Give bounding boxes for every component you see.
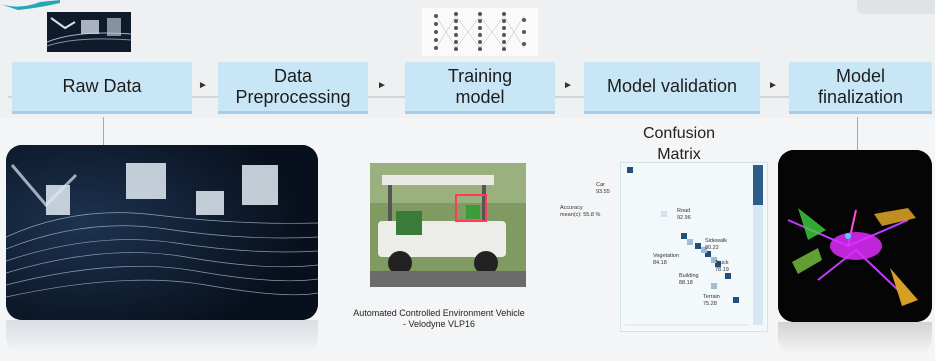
step-raw-data: Raw Data [12, 62, 192, 114]
lidar-thumbnail [47, 12, 131, 52]
step-label: Raw Data [62, 76, 142, 96]
cm-label-car: Car 93.55 [596, 182, 610, 196]
arrow-right-icon: ► [198, 80, 208, 91]
cm-label-sidewalk: Sidewalk 80.22 [705, 238, 727, 252]
connector-line [103, 117, 104, 157]
arrow-right-icon: ► [768, 80, 778, 91]
cm-label-accuracy: Accuracy mean(c): 55.8 % [560, 205, 600, 219]
arrow-right-icon: ► [377, 80, 387, 91]
label-text: Terrain [703, 294, 720, 300]
label-value: mean(c): 55.8 % [560, 212, 601, 218]
step-label: Training model [447, 65, 513, 107]
step-data-preprocessing: Data Preprocessing [218, 62, 368, 114]
step-label: Model validation [606, 76, 738, 96]
label-value: 84.18 [653, 260, 667, 266]
cm-label-road: Road 92.96 [677, 208, 691, 222]
arrow-right-icon: ► [563, 80, 573, 91]
label-text: Car [596, 182, 605, 188]
cm-label-vegetation: Vegetation 84.18 [653, 253, 679, 267]
title-line: Matrix [657, 146, 701, 163]
label-value: 78.19 [715, 267, 729, 273]
header-logo [0, 0, 60, 10]
confusion-matrix-title: Confusion Matrix [624, 123, 734, 165]
image-reflection [6, 320, 318, 354]
caption-line: - Velodyne VLP16 [402, 319, 476, 329]
title-line: Confusion [642, 125, 716, 142]
step-training-model: Training model [405, 62, 555, 114]
step-model-validation: Model validation [584, 62, 760, 114]
image-reflection [778, 322, 932, 354]
step-label: Data Preprocessing [235, 65, 351, 107]
cm-label-truck: Truck 78.19 [715, 260, 729, 274]
label-text: Accuracy [560, 205, 583, 211]
vehicle-photo [370, 163, 526, 287]
neural-network-thumbnail [422, 8, 538, 56]
label-text: Sidewalk [705, 238, 728, 244]
step-model-finalization: Model finalization [789, 62, 932, 114]
label-value: 80.22 [705, 245, 719, 251]
caption-line: Automated Controlled Environment Vehicle [353, 308, 525, 318]
label-text: Road [677, 208, 691, 214]
label-text: Truck [715, 260, 729, 266]
step-label: Model finalization [817, 65, 904, 107]
lidar-point-cloud-image [6, 145, 318, 320]
segmented-point-cloud-image [778, 150, 932, 322]
corner-tab [857, 0, 935, 14]
connector-line [857, 117, 858, 172]
confusion-matrix-image: Road 92.96 Sidewalk 80.22 Vegetation 84.… [620, 162, 768, 332]
label-value: 88.18 [679, 280, 693, 286]
cm-label-building: Building 88.18 [679, 273, 699, 287]
label-text: Vegetation [653, 253, 679, 259]
cm-label-terrain: Terrain 75.28 [703, 294, 720, 308]
label-text: Building [679, 273, 699, 279]
vehicle-caption: Automated Controlled Environment Vehicle… [330, 308, 548, 330]
label-value: 75.28 [703, 301, 717, 307]
label-value: 92.96 [677, 215, 691, 221]
label-value: 93.55 [596, 189, 610, 195]
